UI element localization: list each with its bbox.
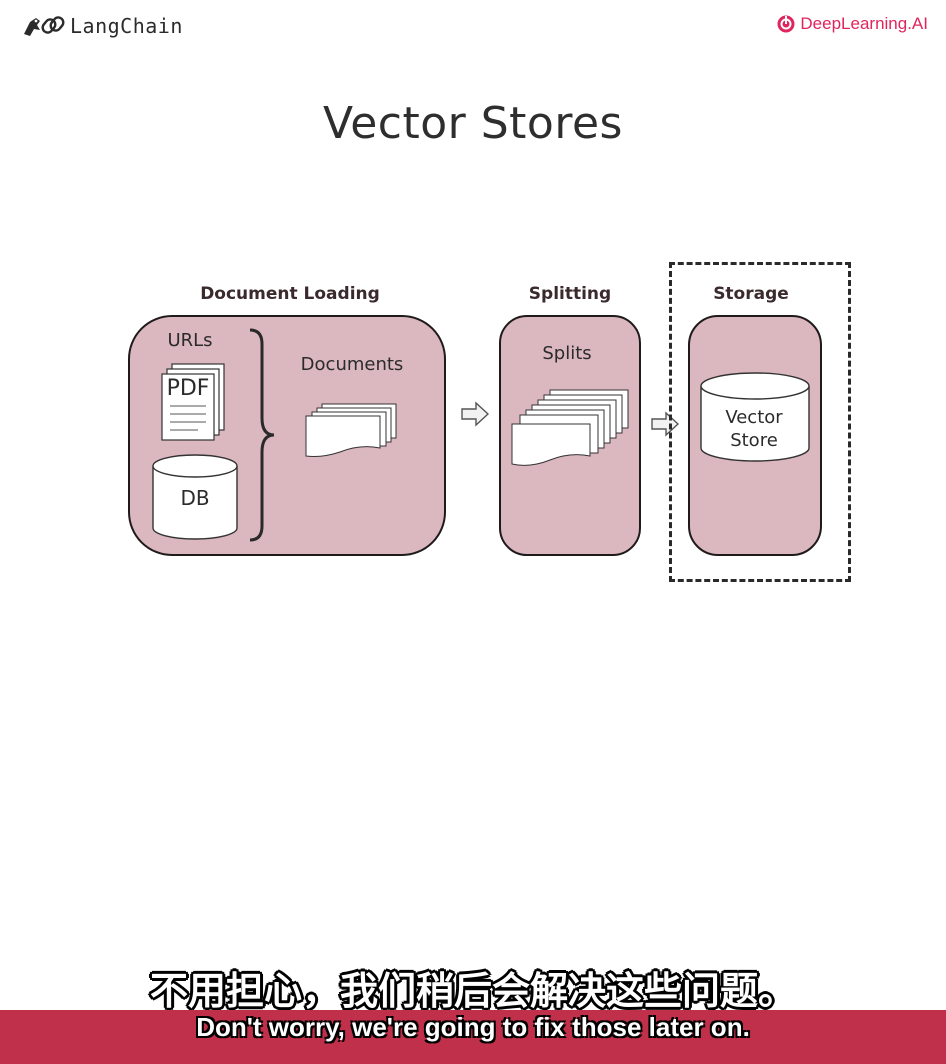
arrow-right-icon [461,401,490,427]
vector-store-cylinder-icon [700,372,810,462]
database-cylinder-icon [152,454,238,540]
parrot-chain-icon [24,16,65,36]
pdf-label: PDF [166,376,210,401]
splits-label: Splits [542,343,592,364]
langchain-logo: LangChain [20,12,183,40]
section-label-document-loading: Document Loading [200,284,380,304]
storage-highlight-box [669,262,851,582]
langchain-logo-text: LangChain [70,14,183,38]
db-label: DB [180,486,210,510]
top-bar: LangChain DeepLearning.AI [0,0,946,56]
deeplearning-mark-icon [777,15,795,33]
subtitle-chinese: 不用担心，我们稍后会解决这些问题。 [149,969,796,1013]
section-label-splitting: Splitting [528,284,612,304]
splits-stack-icon [511,389,629,466]
subtitle-bar [0,1010,946,1064]
deeplearning-logo-text: DeepLearning.AI [800,14,928,33]
subtitle-english: Don't worry, we're going to fix those la… [196,1012,750,1042]
pdf-document-icon [161,363,225,441]
curly-brace-icon [249,328,275,542]
documents-stack-icon [305,403,397,457]
urls-label: URLs [167,330,213,351]
slide-title: Vector Stores [323,98,623,149]
vector-store-label-line1: Vector [725,407,783,428]
documents-label: Documents [300,354,404,375]
section-label-storage: Storage [713,284,789,304]
deeplearning-logo: DeepLearning.AI [776,14,928,34]
vector-store-label-line2: Store [730,430,778,451]
